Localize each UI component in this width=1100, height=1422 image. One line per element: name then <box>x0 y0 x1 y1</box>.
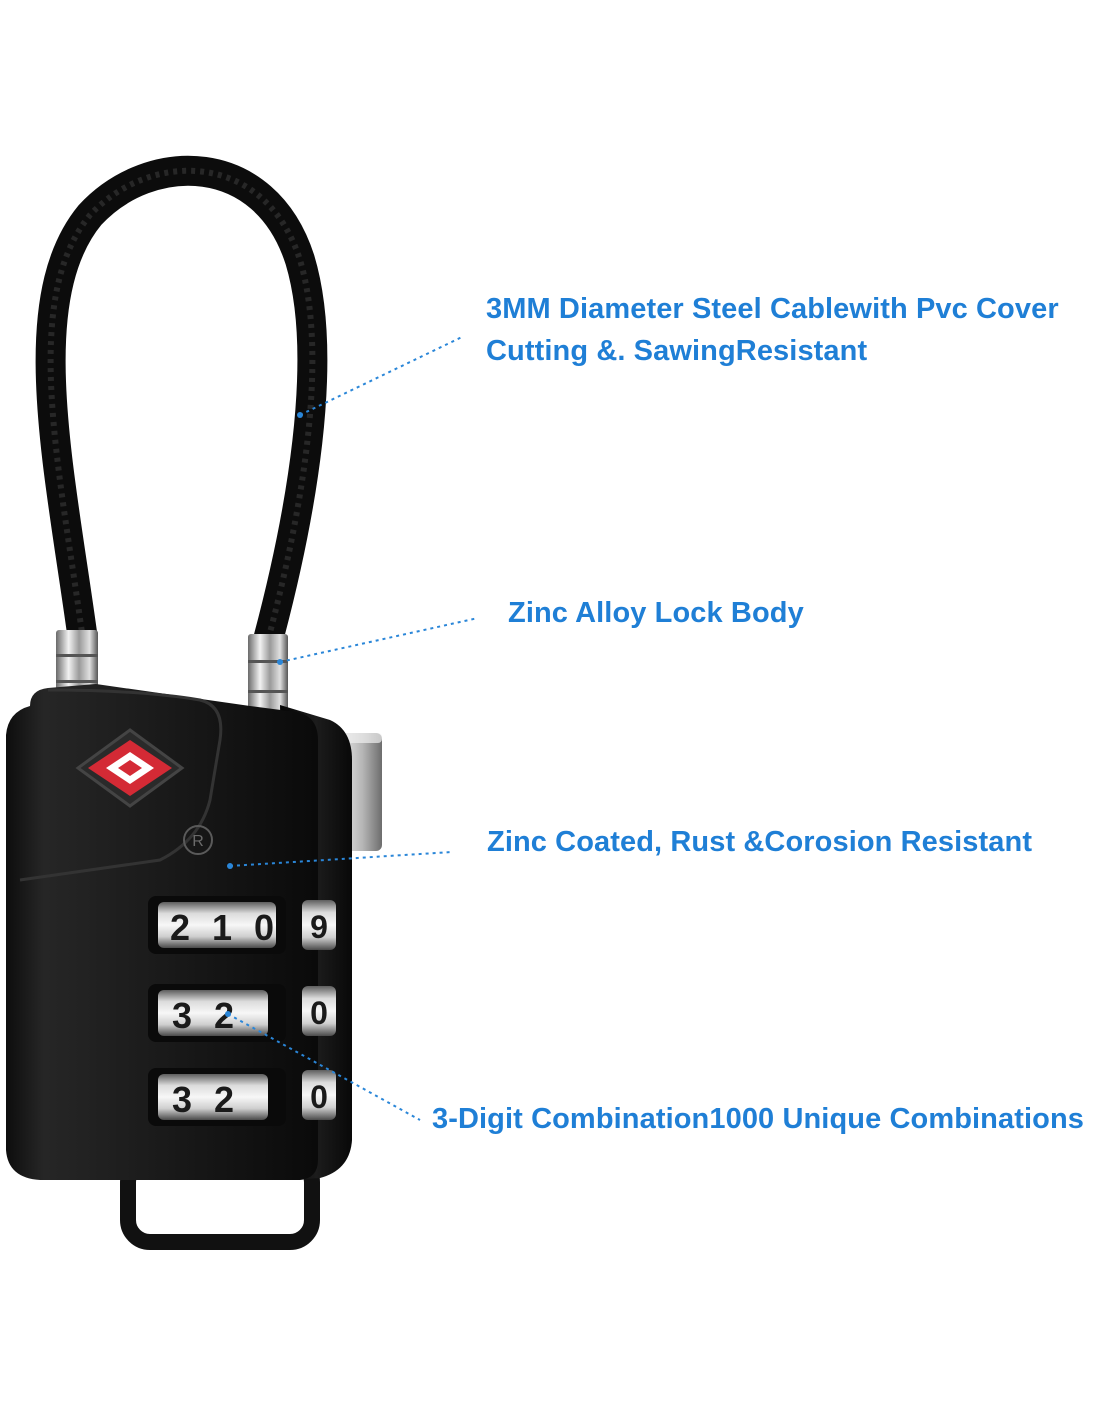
steel-cable-shackle <box>35 155 328 655</box>
leader-dot-body <box>277 659 283 665</box>
dial-digit: 2 <box>170 907 190 948</box>
dial-digit: 3 <box>172 1079 192 1120</box>
callout-body-line-1: Zinc Alloy Lock Body <box>508 597 804 629</box>
tsa-lock-badge <box>75 728 185 808</box>
leader-line-body <box>279 617 479 663</box>
combination-dial-row-1[interactable]: 2 1 0 9 <box>148 896 336 954</box>
callout-steel-cable: 3MM Diameter Steel Cablewith Pvc Cover C… <box>486 288 1059 372</box>
combination-dial-row-3[interactable]: 3 2 0 <box>148 1068 336 1126</box>
dial-digit: 3 <box>172 995 192 1036</box>
leader-line-cable <box>299 336 463 416</box>
callout-leader-lines <box>225 336 479 1121</box>
leader-line-coating <box>229 851 453 867</box>
callout-combination: 3-Digit Combination1000 Unique Combinati… <box>432 1098 1084 1140</box>
callout-coating-line-1: Zinc Coated, Rust &Corosion Resistant <box>487 826 1033 858</box>
dial-digit: 1 <box>212 907 232 948</box>
dial-digit: 0 <box>310 995 328 1031</box>
registered-mark-icon: R <box>183 825 213 855</box>
dial-digit: 0 <box>310 1079 328 1115</box>
leader-dot-combination <box>225 1011 231 1017</box>
dial-digit: 0 <box>254 907 274 948</box>
callout-lock-body: Zinc Alloy Lock Body <box>508 592 804 634</box>
callout-cable-line-2: Cutting &. SawingResistant <box>486 335 868 367</box>
callout-coating: Zinc Coated, Rust &Corosion Resistant <box>487 821 1032 863</box>
dial-digit: 9 <box>310 909 328 945</box>
svg-text:R: R <box>192 833 204 850</box>
leader-dot-coating <box>227 863 233 869</box>
leader-dot-cable <box>297 412 303 418</box>
callout-combination-line-1: 3-Digit Combination1000 Unique Combinati… <box>432 1103 1084 1135</box>
dial-digit: 2 <box>214 995 234 1036</box>
dial-digit: 2 <box>214 1079 234 1120</box>
combination-dial-row-2[interactable]: 3 2 0 <box>148 984 336 1042</box>
right-cable-ferrule <box>248 634 288 714</box>
left-cable-ferrule <box>56 630 98 702</box>
leader-line-combination <box>227 1013 421 1121</box>
callout-cable-line-1: 3MM Diameter Steel Cablewith Pvc Cover <box>486 293 1059 325</box>
